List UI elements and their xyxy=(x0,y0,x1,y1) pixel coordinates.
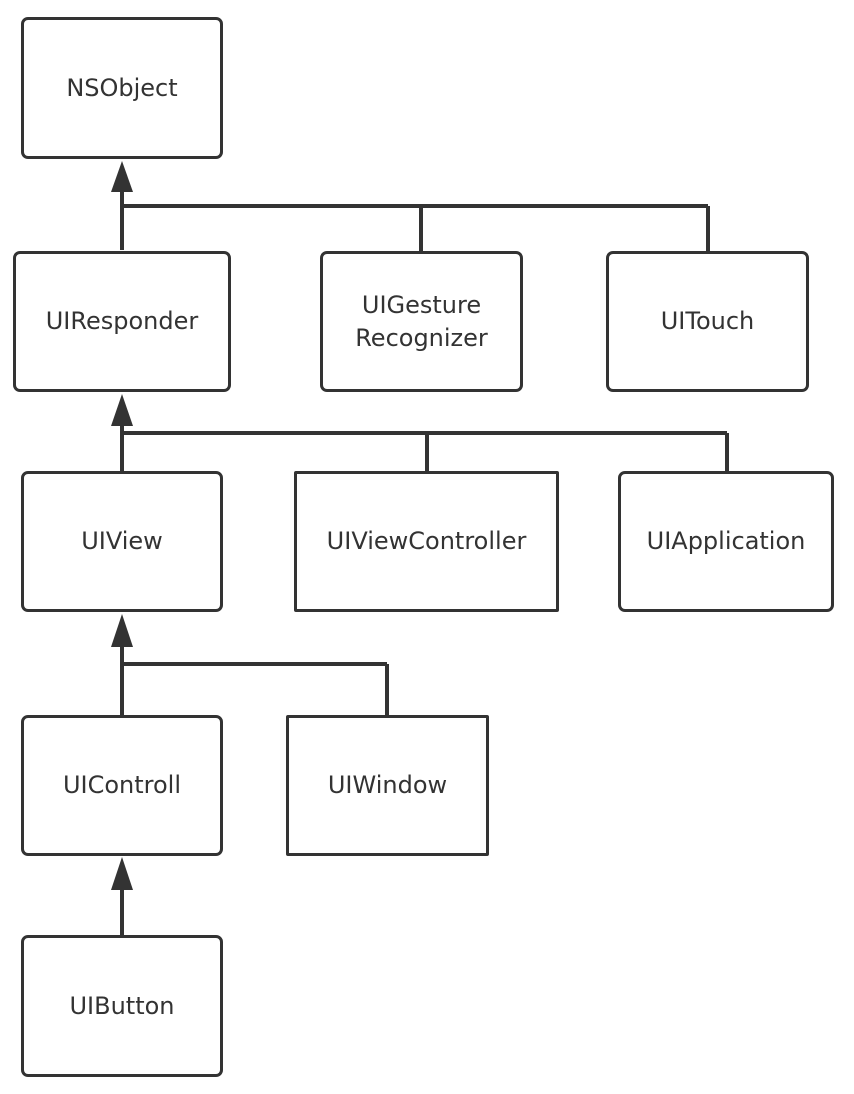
node-label-uicontroll: UIControll xyxy=(62,771,182,799)
node-uiresponder: UIResponder xyxy=(13,251,231,392)
inherit-arrowhead-uiview xyxy=(111,614,133,647)
inherit-arrowhead-nsobject xyxy=(111,161,133,192)
node-label-uibutton: UIButton xyxy=(69,991,175,1020)
node-uiview: UIView xyxy=(21,471,223,612)
inherit-arrowhead-uiresponder xyxy=(111,394,133,426)
node-uibutton: UIButton xyxy=(21,935,223,1077)
node-uigesture-recognizer: UIGesture Recognizer xyxy=(320,251,523,392)
node-label-uiview: UIView xyxy=(81,527,163,555)
node-label-nsobject: NSObject xyxy=(66,73,178,102)
node-label-uiwindow: UIWindow xyxy=(327,771,448,799)
node-label-uitouch: UITouch xyxy=(660,307,755,335)
node-uicontroll: UIControll xyxy=(21,715,223,856)
node-uitouch: UITouch xyxy=(606,251,809,392)
inherit-arrowhead-uicontroll xyxy=(111,857,133,890)
node-uiviewcontroller: UIViewController xyxy=(294,471,559,612)
node-label-uiapplication: UIApplication xyxy=(646,527,806,555)
node-uiwindow: UIWindow xyxy=(286,715,489,856)
node-nsobject: NSObject xyxy=(21,17,223,159)
node-uiapplication: UIApplication xyxy=(618,471,834,612)
node-label-uiviewcontroller: UIViewController xyxy=(326,527,527,555)
node-label-uigesture-recognizer: UIGesture Recognizer xyxy=(355,290,488,352)
node-label-uiresponder: UIResponder xyxy=(45,307,199,335)
